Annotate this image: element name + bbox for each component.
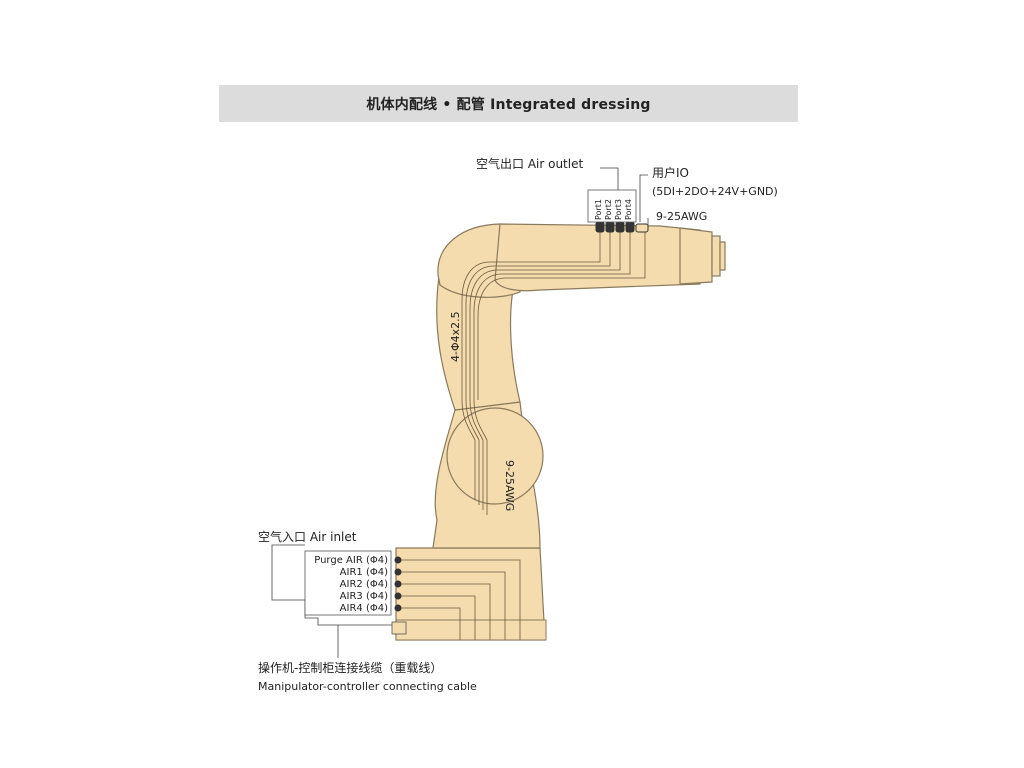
air-inlet-air1: AIR1 (Φ4): [340, 567, 388, 578]
port3-connector: [615, 221, 625, 233]
air-inlet-air2: AIR2 (Φ4): [340, 579, 388, 590]
air-inlet-list: Purge AIR (Φ4) AIR1 (Φ4) AIR2 (Φ4) AIR3 …: [314, 555, 388, 614]
air-inlet-air3: AIR3 (Φ4): [340, 591, 388, 602]
port-label-2: Port2: [604, 199, 613, 220]
header-bar: 机体内配线 • 配管 Integrated dressing: [219, 85, 798, 122]
air-inlet-label: 空气入口 Air inlet: [258, 529, 357, 544]
port-label-3: Port3: [614, 199, 623, 220]
air-inlet-box: [304, 550, 392, 616]
robot-flange: [711, 235, 721, 277]
internal-cables: [400, 232, 646, 640]
tube-spec-label: 4-Φ4x2.5: [449, 311, 462, 362]
user-io-title: 用户IO: [652, 165, 689, 180]
cable-connector: [391, 621, 407, 635]
cable-label-cn: 操作机-控制柜连接线缆（重载线）: [258, 660, 442, 675]
robot-elbow-joint: [446, 407, 544, 505]
port4-connector: [625, 221, 635, 233]
port-labels: Port1 Port2 Port3 Port4: [587, 189, 637, 223]
robot-upper-arm: [494, 223, 701, 292]
air-outlet-connectors: [595, 221, 649, 233]
user-io-connector: [635, 223, 649, 233]
air-inlet-connectors: [394, 556, 402, 612]
air-inlet-purge: Purge AIR (Φ4): [314, 555, 388, 566]
robot-wrist: [679, 227, 713, 285]
port2-connector: [605, 221, 615, 233]
robot-arm: [395, 223, 726, 641]
page-title: 机体内配线 • 配管 Integrated dressing: [366, 96, 651, 113]
air-outlet-label: 空气出口 Air outlet: [476, 156, 583, 171]
port-label-1: Port1: [594, 199, 603, 220]
awg-top-label: 9-25AWG: [656, 210, 707, 223]
user-io-spec: (5DI+2DO+24V+GND): [652, 185, 778, 198]
port1-connector: [595, 221, 605, 233]
cable-label-en: Manipulator-controller connecting cable: [258, 680, 477, 693]
port-label-4: Port4: [624, 199, 633, 220]
air-inlet-air4: AIR4 (Φ4): [340, 603, 388, 614]
awg-arm-label: 9-25AWG: [503, 460, 516, 511]
